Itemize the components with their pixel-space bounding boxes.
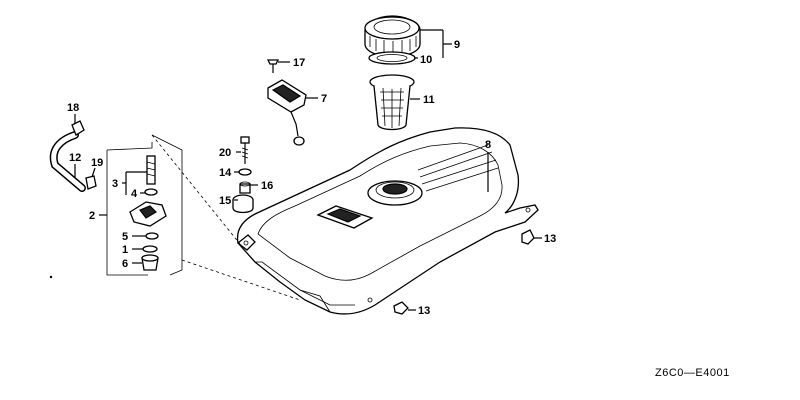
callout-1: 1 (122, 244, 128, 256)
callout-13-right: 13 (544, 233, 556, 245)
clip-part (393, 229, 535, 315)
callout-16: 16 (261, 180, 273, 192)
callout-10: 10 (420, 54, 432, 66)
callout-13-bottom: 13 (418, 305, 430, 317)
fuel-strainer-part (369, 74, 415, 131)
callout-2: 2 (89, 210, 95, 222)
callout-7: 7 (321, 93, 327, 105)
callout-4: 4 (131, 188, 138, 200)
callout-8: 8 (485, 139, 491, 151)
diagram-code: Z6C0—E4001 (655, 367, 730, 379)
callout-19: 19 (91, 157, 103, 169)
callout-14: 14 (219, 167, 232, 179)
callout-9: 9 (454, 39, 460, 51)
fuel-valve-part (106, 134, 301, 301)
fuel-gauge-part (266, 59, 307, 146)
fuel-tank-part (236, 127, 539, 315)
callout-15: 15 (219, 195, 231, 207)
callout-3: 3 (112, 178, 118, 190)
callout-12: 12 (69, 152, 81, 164)
callout-17: 17 (293, 57, 305, 69)
fuel-cap-part (364, 15, 421, 65)
callout-11: 11 (423, 94, 435, 106)
callout-20: 20 (219, 147, 231, 159)
callout-5: 5 (122, 231, 128, 243)
callout-18: 18 (67, 102, 79, 114)
callout-6: 6 (122, 258, 128, 270)
mount-hardware-part (232, 136, 254, 214)
fuel-tube-part (49, 120, 97, 192)
leader-lines (74, 29, 542, 311)
dot-mark (49, 275, 53, 279)
callout-labels: 9 10 11 17 7 8 20 14 16 15 13 13 18 12 1… (67, 39, 556, 317)
